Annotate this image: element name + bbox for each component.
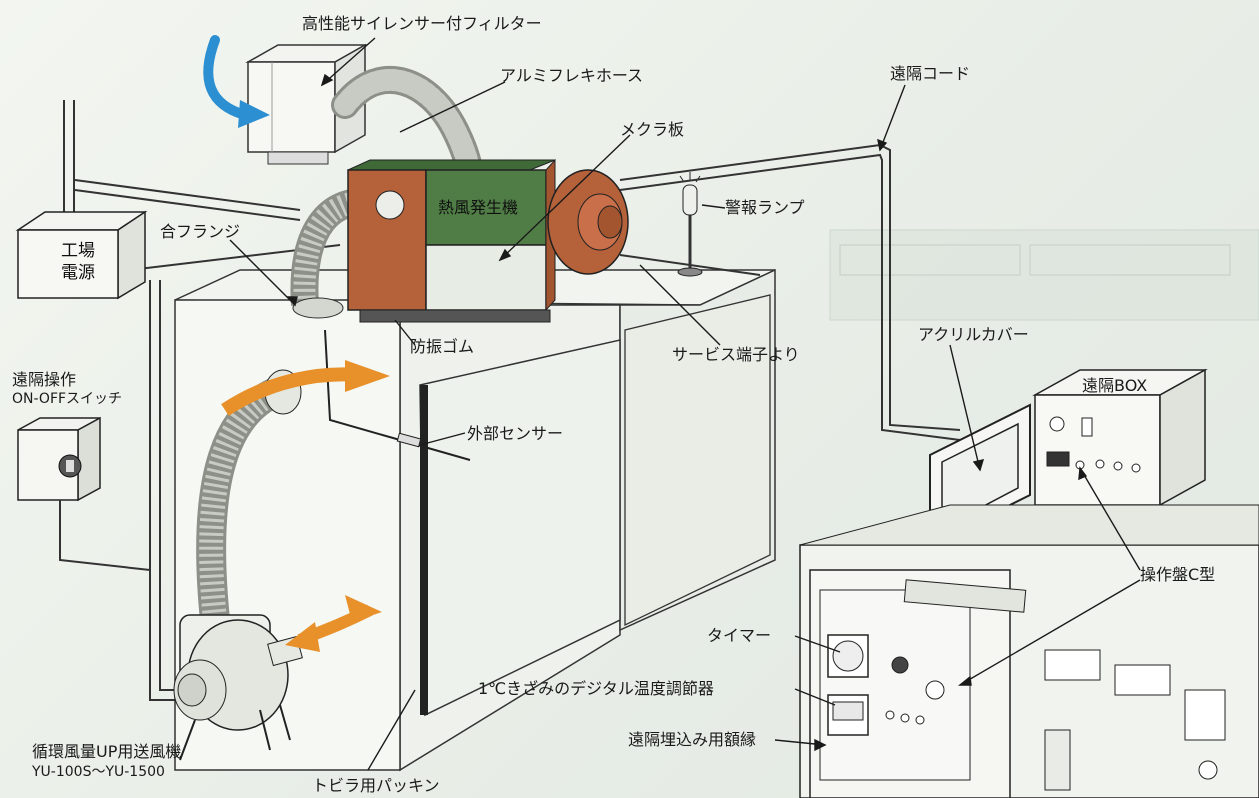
background-table	[829, 229, 1259, 321]
label-flange: 合フランジ	[160, 222, 241, 241]
power-conduit	[63, 100, 341, 701]
label-silencer-filter: 高性能サイレンサー付フィルター	[302, 14, 542, 33]
label-service-terminal: サービス端子より	[672, 345, 800, 364]
label-hot-air-generator: 熱風発生機	[438, 198, 519, 217]
label-door-packing: トビラ用パッキン	[312, 776, 440, 795]
circulation-blower	[173, 369, 303, 761]
label-mekura-plate: メクラ板	[620, 120, 685, 139]
label-timer: タイマー	[707, 626, 772, 645]
label-remote-switch-1: 遠隔操作	[12, 370, 77, 389]
label-aluminum-hose: アルミフレキホース	[500, 66, 644, 85]
factory-power-box	[15, 210, 148, 300]
label-factory-power: 工場 電源	[38, 240, 118, 284]
label-factory-power-line2: 電源	[61, 263, 95, 283]
label-factory-power-line1: 工場	[61, 241, 95, 261]
label-acrylic-cover: アクリルカバー	[918, 325, 1029, 344]
hot-air-generator	[347, 158, 629, 323]
label-vibration-rubber: 防振ゴム	[410, 337, 475, 356]
label-remote-switch-2: ON-OFFスイッチ	[12, 391, 123, 407]
leader-lines	[229, 37, 1141, 771]
alarm-lamp	[677, 172, 703, 277]
label-blower-2: YU-100S～YU-1500	[32, 764, 165, 780]
label-external-sensor: 外部センサー	[467, 424, 564, 443]
external-sensor-wire	[324, 329, 471, 461]
silencer-filter	[245, 43, 368, 165]
label-digital-controller: 1℃きざみのデジタル温度調節器	[478, 679, 714, 698]
control-panel-c	[799, 504, 1259, 798]
remote-box	[1032, 368, 1208, 507]
label-panel-c: 操作盤C型	[1140, 565, 1216, 584]
label-embed-frame: 遠隔埋込み用額縁	[628, 730, 757, 749]
label-remote-cord: 遠隔コード	[890, 64, 971, 83]
label-alarm-lamp: 警報ランプ	[725, 198, 805, 217]
remote-switch-box	[17, 416, 151, 571]
label-remote-box: 遠隔BOX	[1082, 376, 1148, 395]
label-blower-1: 循環風量UP用送風機	[32, 742, 182, 761]
airflow-arrows	[203, 35, 390, 652]
remote-cord	[619, 143, 961, 441]
